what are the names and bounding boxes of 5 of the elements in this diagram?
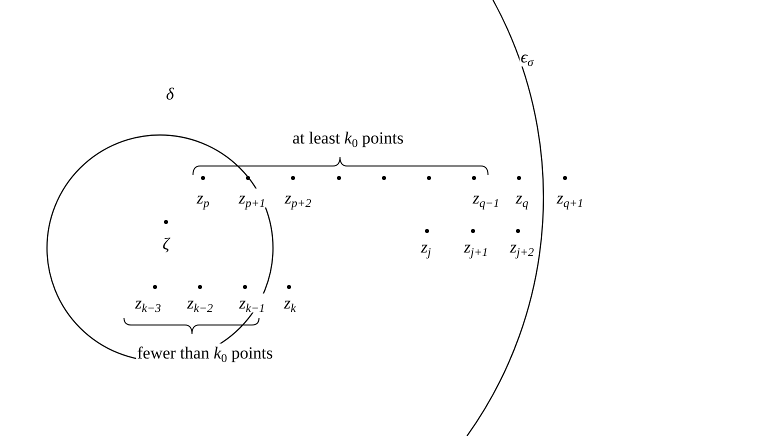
point-label: z$_{p+1}$: [238, 188, 266, 208]
point-label: z$_{k−1}$: [238, 294, 266, 312]
annotation-text: fewer than k$_{0}$ points: [136, 344, 274, 362]
annotation-text: at least k$_{0}$ points: [291, 128, 405, 148]
point-label: ζ: [162, 234, 170, 254]
